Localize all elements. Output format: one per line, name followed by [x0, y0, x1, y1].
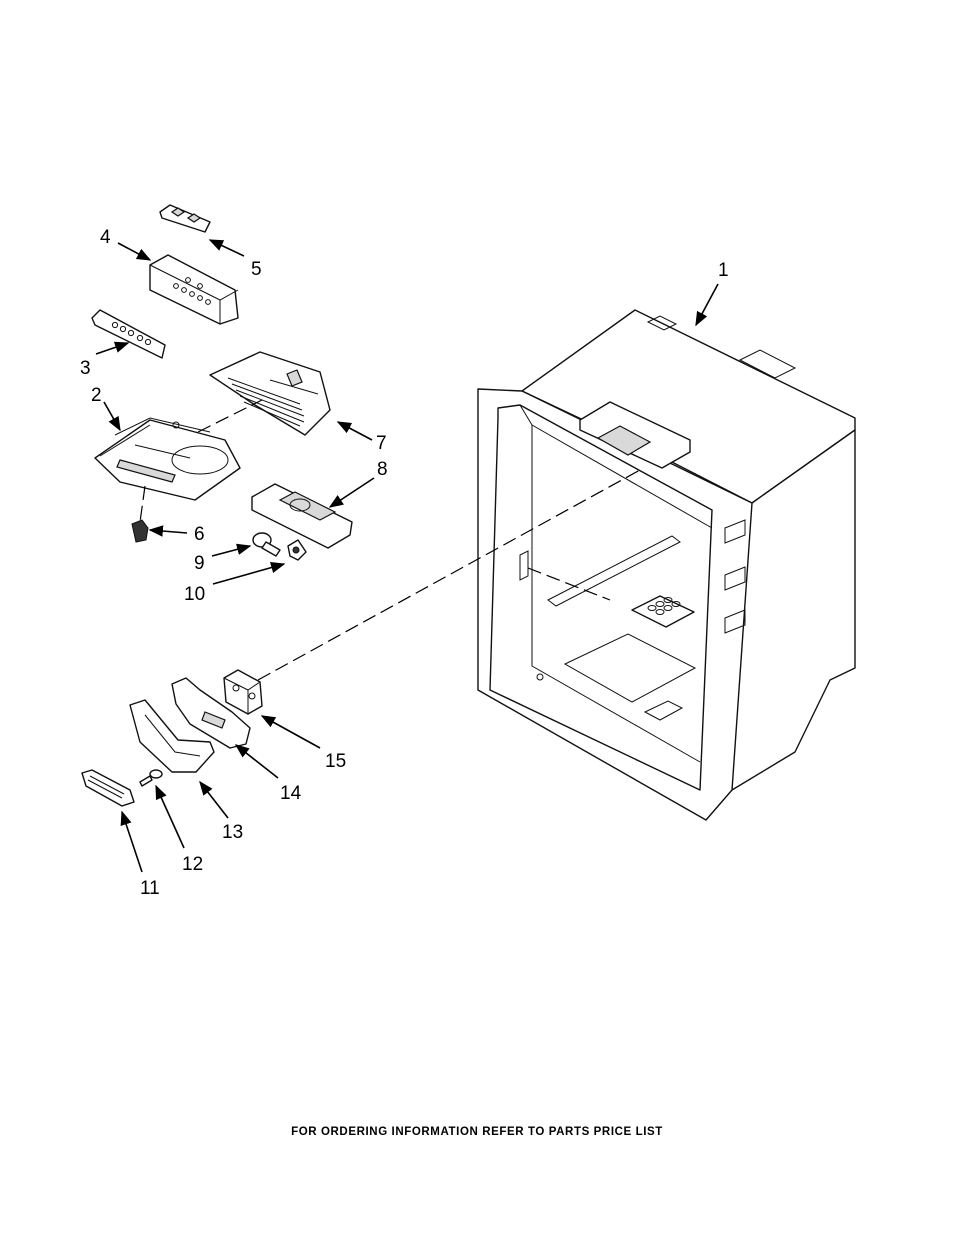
callout-12: 12 — [182, 854, 203, 875]
callout-9: 9 — [194, 553, 205, 574]
callout-2: 2 — [91, 385, 102, 406]
callout-1: 1 — [718, 260, 729, 281]
part-5-clip — [160, 205, 210, 232]
part-9-bulb — [253, 533, 280, 556]
part-6-switch — [132, 520, 148, 542]
callout-5: 5 — [251, 259, 262, 280]
part-1-liner — [478, 310, 855, 820]
callout-7: 7 — [376, 433, 387, 454]
part-2-control-housing — [95, 418, 240, 500]
callout-15: 15 — [325, 751, 346, 772]
callout-11: 11 — [140, 878, 160, 899]
callout-10: 10 — [184, 584, 205, 605]
callout-13: 13 — [222, 822, 243, 843]
part-12-screw — [140, 770, 162, 786]
part-4-control-bracket — [150, 255, 238, 324]
callout-14: 14 — [280, 783, 302, 804]
callout-6: 6 — [194, 524, 205, 545]
ordering-info-note: FOR ORDERING INFORMATION REFER TO PARTS … — [0, 1126, 954, 1138]
part-10-socket — [288, 540, 306, 560]
callout-3: 3 — [80, 358, 91, 379]
callout-8: 8 — [377, 459, 388, 480]
callout-4: 4 — [100, 227, 111, 248]
part-7-light-cover — [210, 352, 330, 435]
part-15-water-valve — [224, 670, 262, 714]
part-11-trim-cap — [82, 770, 134, 806]
